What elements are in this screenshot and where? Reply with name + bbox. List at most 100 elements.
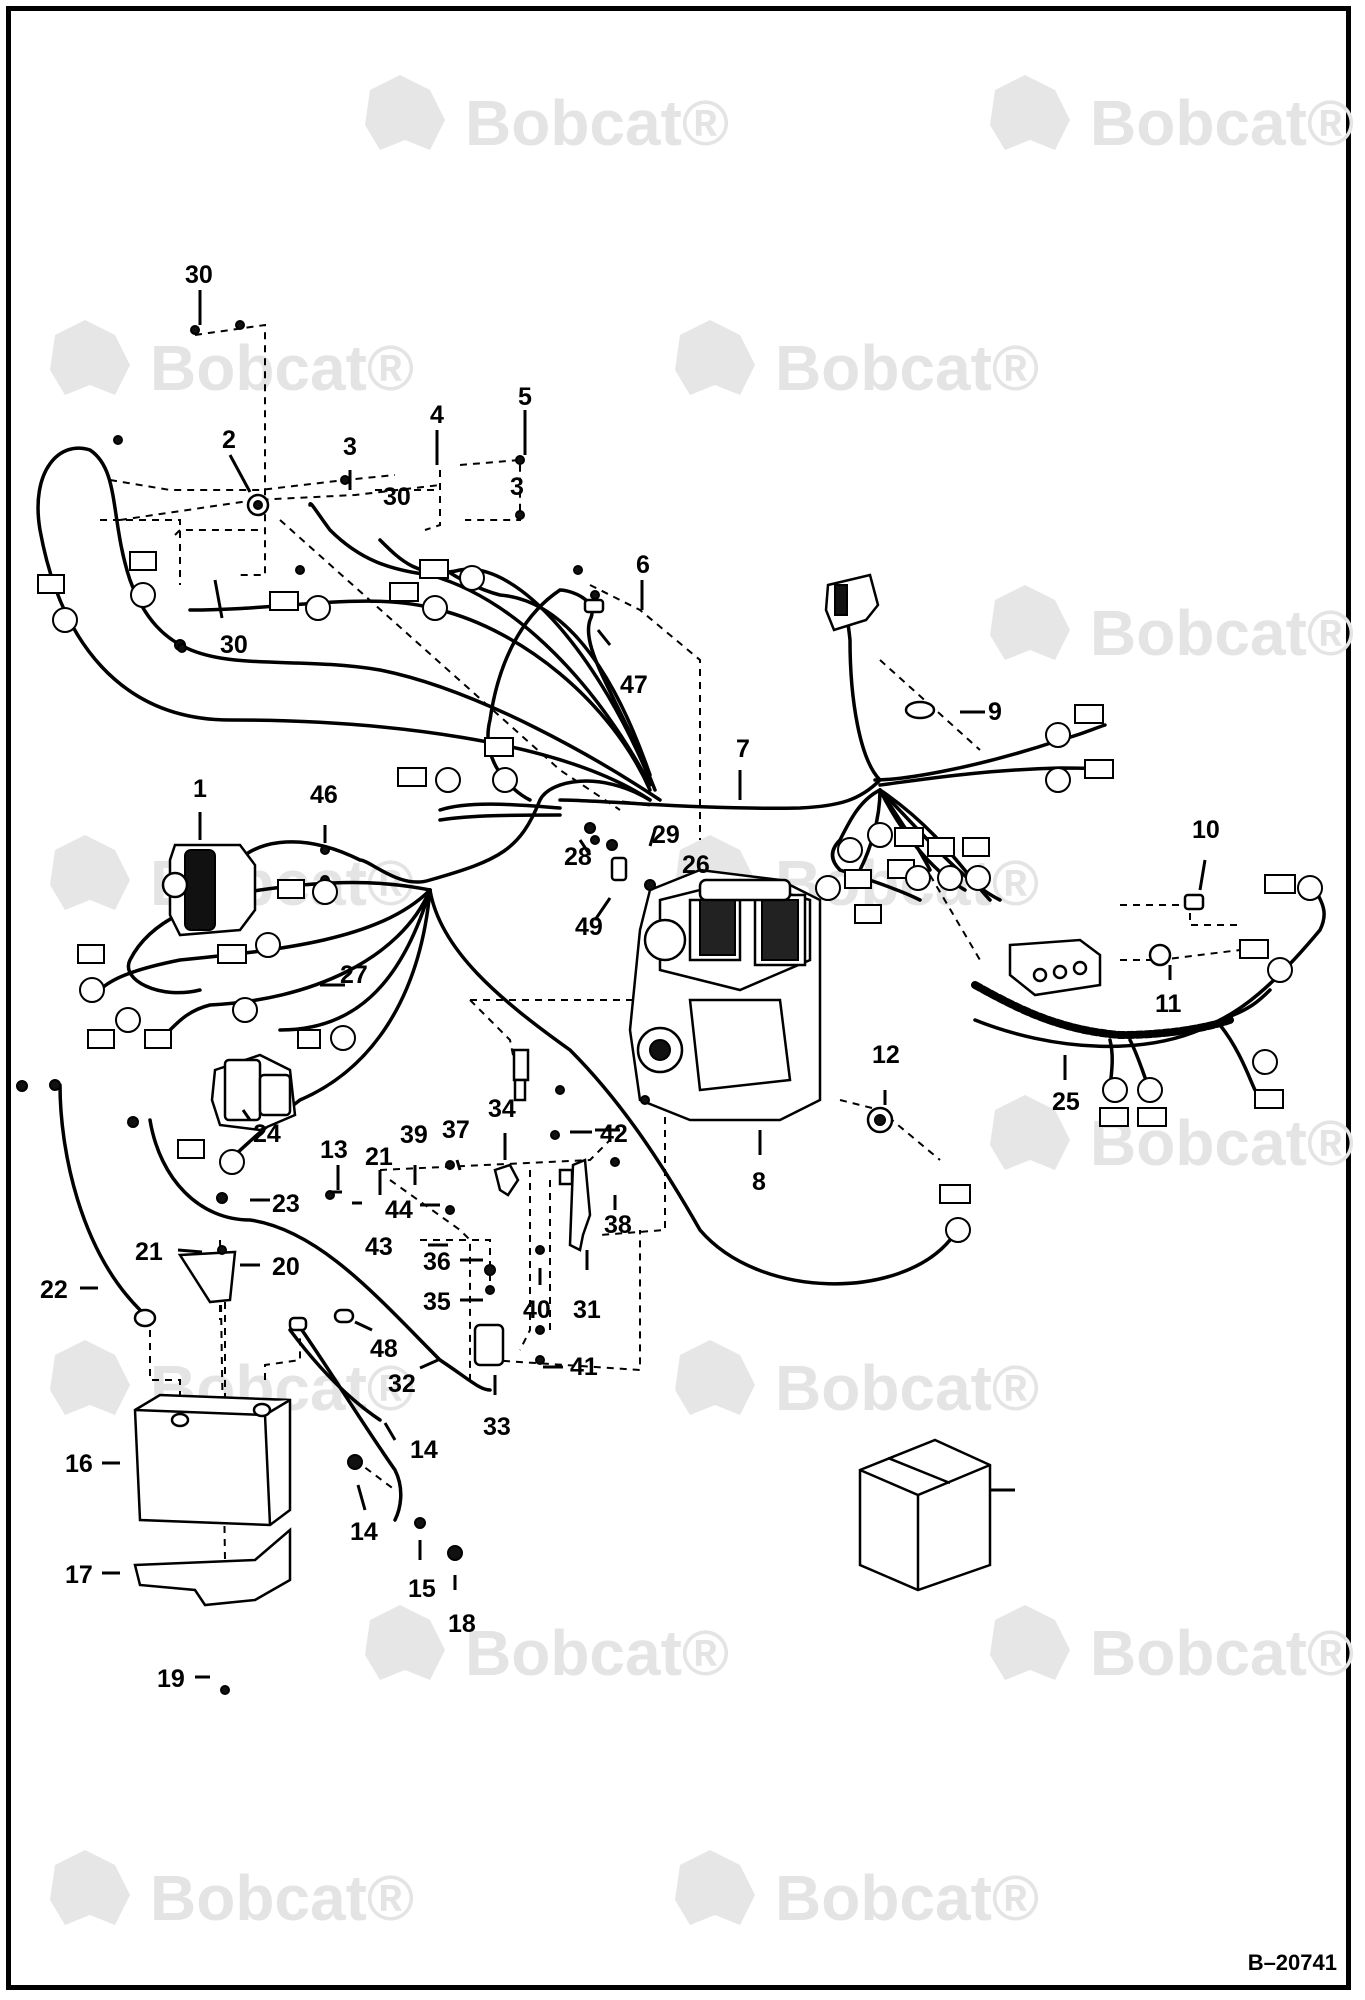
callout-31: 31: [573, 1296, 601, 1324]
components: [16, 320, 1323, 1695]
bobcat-watermark: Bobcat®: [990, 585, 1354, 669]
callout-dashes: [250, 1130, 1015, 1492]
callout-30: 30: [383, 483, 411, 511]
battery-cable-icon: [49, 1079, 157, 1328]
callout-20: 20: [272, 1253, 300, 1281]
document-number: B–20741: [1247, 1950, 1337, 1975]
bobcat-logo-icon: [50, 835, 130, 910]
callout-30: 30: [220, 631, 248, 659]
watermark-brand-text: Bobcat®: [465, 1617, 729, 1689]
callout-35: 35: [423, 1288, 451, 1316]
bobcat-logo-icon: [990, 585, 1070, 660]
battery-tray-icon: [133, 1527, 292, 1607]
callout-30: 30: [185, 261, 213, 289]
control-module-icon: [1008, 893, 1205, 997]
callout-9: 9: [988, 698, 1002, 726]
callout-13: 14: [410, 1436, 438, 1464]
ignition-switch-icon: [246, 493, 270, 517]
connector-plug-icon: [824, 573, 936, 720]
watermark-brand-text: Bobcat®: [150, 1862, 414, 1934]
callout-23: 22: [40, 1276, 68, 1304]
callout-26: 26: [682, 851, 710, 879]
bobcat-logo-icon: [990, 1095, 1070, 1170]
callout-4: 4: [430, 401, 444, 429]
bobcat-watermark: Bobcat®: [990, 1605, 1354, 1689]
callout-2: 2: [222, 426, 236, 454]
watermark-brand-text: Bobcat®: [150, 332, 414, 404]
callout-16: 18: [448, 1610, 476, 1638]
callout-1: 1: [193, 775, 207, 803]
bobcat-watermark: Bobcat®: [990, 75, 1354, 159]
callout-32: 32: [388, 1370, 416, 1398]
callout-5: 5: [518, 383, 532, 411]
callout-44: 44: [385, 1196, 413, 1224]
bobcat-watermark: Bobcat®: [50, 1850, 414, 1934]
callout-15: 15: [408, 1575, 436, 1603]
callout-25: 25: [1052, 1088, 1080, 1116]
callout-7: 7: [736, 735, 750, 763]
fuel-solenoid-icon: [473, 1323, 505, 1367]
callout-6: 6: [636, 551, 650, 579]
callout-42: 42: [600, 1120, 628, 1148]
callout-47: 48: [370, 1335, 398, 1363]
callout-38: 38: [604, 1211, 632, 1239]
bobcat-watermark: Bobcat®: [675, 320, 1039, 404]
bobcat-logo-icon: [990, 1605, 1070, 1680]
bobcat-watermark: Bobcat®: [990, 1095, 1354, 1179]
bobcat-logo-icon: [675, 1340, 755, 1415]
callout-28: 28: [564, 843, 592, 871]
callout-labels: 30 2 3 4 5 30 3 30 6 47 9 7 1 46 29 26 2…: [40, 261, 1220, 1693]
callout-3: 3: [343, 433, 357, 461]
linkage-bracket-icon: [493, 1048, 592, 1252]
watermark-brand-text: Bobcat®: [1090, 1617, 1354, 1689]
callout-3: 3: [510, 473, 524, 501]
callout-43: 43: [365, 1233, 393, 1261]
callout-10: 10: [1192, 816, 1220, 844]
callout-18: 17: [65, 1561, 93, 1589]
callout-12: 12: [872, 1041, 900, 1069]
callout-21: 21: [135, 1238, 163, 1266]
watermark-brand-text: Bobcat®: [1090, 87, 1354, 159]
bobcat-logo-icon: [675, 320, 755, 395]
callout-8: 8: [752, 1168, 766, 1196]
bobcat-watermark: Bobcat®: [365, 1605, 729, 1689]
callout-14: 14: [350, 1518, 378, 1546]
callout-14: 13: [320, 1136, 348, 1164]
sensor-icon: [866, 1106, 894, 1134]
bobcat-logo-icon: [50, 1850, 130, 1925]
callout-22: 23: [272, 1190, 300, 1218]
callout-45: 46: [310, 781, 338, 809]
bobcat-logo-icon: [675, 1850, 755, 1925]
bobcat-logo-icon: [990, 75, 1070, 150]
bobcat-watermark: Bobcat®: [675, 1850, 1039, 1934]
engine-icon: [628, 868, 822, 1122]
mounting-bracket-icon: [177, 1250, 237, 1304]
callout-34: 34: [488, 1095, 516, 1123]
fastener-icons: [16, 320, 656, 1695]
battery-icon: [133, 1393, 292, 1527]
watermark-brand-text: Bobcat®: [775, 1862, 1039, 1934]
callout-21: 21: [365, 1143, 393, 1171]
watermark-brand-text: Bobcat®: [775, 332, 1039, 404]
kit-box-icon: [858, 1438, 992, 1592]
callout-36: 36: [423, 1248, 451, 1276]
bobcat-logo-icon: [50, 320, 130, 395]
watermark-brand-text: Bobcat®: [775, 1352, 1039, 1424]
callout-24: 24: [253, 1120, 281, 1148]
callout-41: 41: [570, 1353, 598, 1381]
callout-17: 16: [65, 1450, 93, 1478]
bobcat-logo-icon: [365, 75, 445, 150]
bobcat-logo-icon: [365, 1605, 445, 1680]
callout-11: 11: [1155, 990, 1182, 1018]
callout-46: 47: [620, 671, 648, 699]
watermark-layer: Bobcat® Bobcat® Bobcat® Bobcat® Bobcat® Bobca…: [50, 75, 1354, 1934]
connector-tags: [37, 551, 1323, 1243]
bobcat-logo-icon: [50, 1340, 130, 1415]
callout-29: 29: [652, 821, 680, 849]
watermark-brand-text: Bobcat®: [1090, 1107, 1354, 1179]
callout-48: 49: [575, 913, 603, 941]
callout-40: 40: [523, 1296, 551, 1324]
callout-33: 33: [483, 1413, 511, 1441]
bobcat-watermark: Bobcat®: [675, 1340, 1039, 1424]
leader-lines: [80, 290, 1207, 1679]
